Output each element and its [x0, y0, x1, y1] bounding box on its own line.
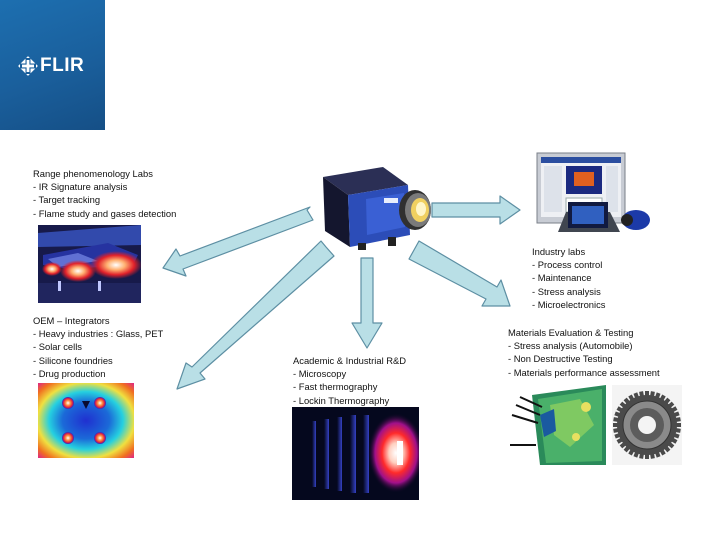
range-title: Range phenomenology Labs [33, 168, 153, 179]
materials-section: Materials Evaluation & Testing - Stress … [508, 326, 660, 379]
logo-panel: FLIR [0, 0, 105, 130]
academic-item: - Microscopy [293, 368, 347, 380]
arrow-to-industry [431, 195, 521, 225]
flir-logo-text: FLIR [40, 55, 85, 76]
arrow-to-materials [408, 240, 511, 307]
oem-title: OEM – Integrators [33, 315, 110, 326]
industry-section: Industry labs - Process control - Mainte… [532, 245, 605, 311]
range-section: Range phenomenology Labs - IR Signature … [33, 167, 176, 220]
flir-logo: FLIR [18, 55, 84, 77]
industry-item: - Stress analysis [532, 285, 601, 297]
academic-title: Academic & Industrial R&D [293, 355, 407, 366]
arrow-to-oem [176, 240, 335, 390]
thermal-camera-image [318, 165, 435, 250]
range-item: - Flame study and gases detection [33, 207, 177, 219]
materials-item: - Materials performance assessment [508, 366, 660, 378]
academic-thermal-image [292, 407, 419, 500]
materials-composite-image [510, 385, 608, 465]
industry-item: - Process control [532, 259, 603, 271]
materials-item: - Stress analysis (Automobile) [508, 340, 633, 352]
academic-section: Academic & Industrial R&D - Microscopy -… [293, 354, 406, 407]
materials-title: Materials Evaluation & Testing [508, 327, 634, 338]
oem-thermal-image [38, 383, 134, 458]
range-item: - Target tracking [33, 194, 101, 206]
industry-monitor-image [532, 150, 652, 242]
oem-item: - Silicone foundries [33, 354, 113, 366]
industry-item: - Maintenance [532, 272, 592, 284]
materials-item: - Non Destructive Testing [508, 353, 613, 365]
industry-title: Industry labs [532, 246, 586, 257]
academic-item: - Lockin Thermography [293, 394, 390, 406]
oem-item: - Heavy industries : Glass, PET [33, 328, 164, 340]
academic-item: - Fast thermography [293, 381, 378, 393]
flir-emblem-icon [18, 56, 38, 76]
range-thermal-image [38, 225, 141, 303]
arrow-to-range [162, 206, 314, 277]
oem-section: OEM – Integrators - Heavy industries : G… [33, 314, 163, 380]
arrow-to-academic [351, 257, 383, 349]
oem-item: - Drug production [33, 367, 106, 379]
oem-item: - Solar cells [33, 341, 82, 353]
gear-image [612, 385, 682, 465]
industry-item: - Microelectronics [532, 298, 606, 310]
range-item: - IR Signature analysis [33, 181, 128, 193]
